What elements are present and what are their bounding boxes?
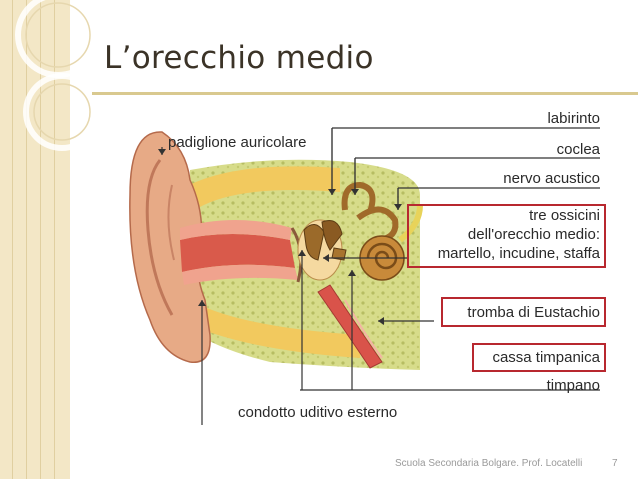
label-tromba-di-eustachio: tromba di Eustachio: [467, 304, 600, 321]
label-timpano: timpano: [546, 377, 600, 394]
title-divider: [92, 92, 638, 95]
label-orecchio-medio: dell'orecchio medio:: [467, 226, 600, 243]
highlight-ossicini: [407, 204, 606, 268]
highlight-cassa: [472, 343, 606, 372]
decorative-circles: [15, 0, 101, 151]
label-cassa-timpanica: cassa timpanica: [492, 349, 600, 366]
label-labirinto: labirinto: [547, 110, 600, 127]
footer-text: Scuola Secondaria Bolgare. Prof. Locatel…: [395, 458, 583, 469]
label-padiglione-auricolare: padiglione auricolare: [168, 134, 307, 151]
page-title: L’orecchio medio: [104, 40, 374, 76]
label-condotto-uditivo-esterno: condotto uditivo esterno: [238, 404, 398, 421]
label-coclea: coclea: [556, 141, 600, 158]
label-martello-incudine-staffa: martello, incudine, staffa: [437, 245, 600, 262]
page-number: 7: [612, 458, 618, 469]
ear-anatomy-illustration: [129, 128, 434, 405]
label-nervo-acustico: nervo acustico: [503, 170, 600, 187]
label-tre-ossicini: tre ossicini: [529, 207, 600, 224]
decorative-band: [0, 0, 70, 479]
highlight-tromba: [441, 297, 606, 327]
